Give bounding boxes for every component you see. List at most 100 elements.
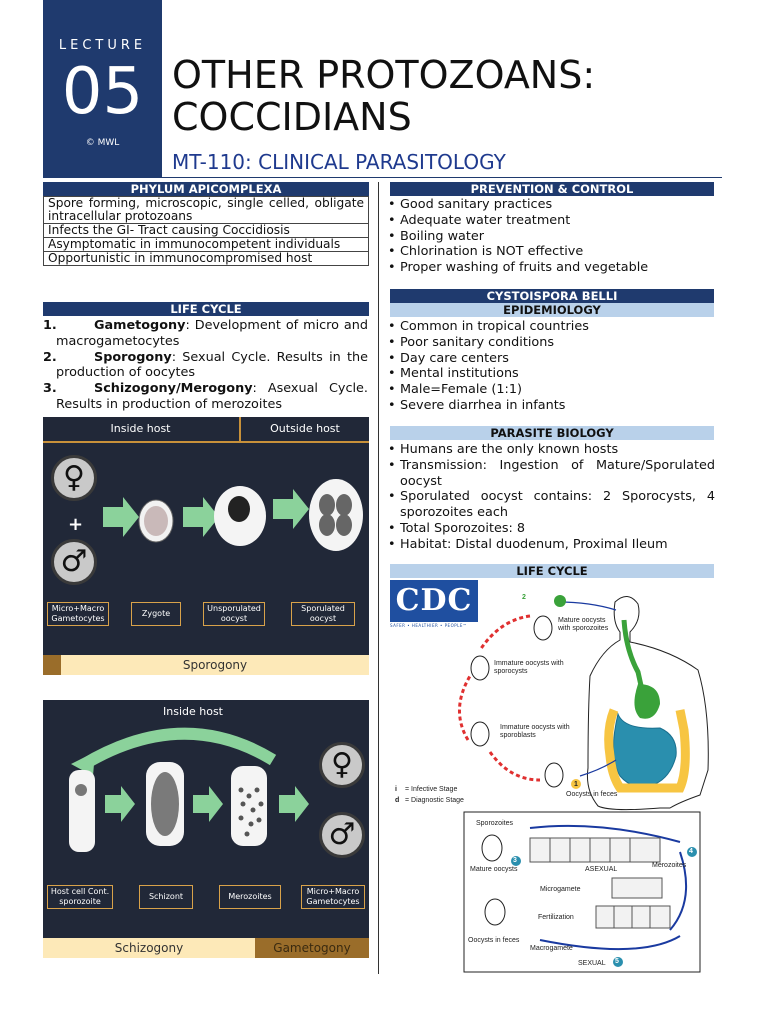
merozoite-cell [231,766,267,846]
parasite-biology-heading: PARASITE BIOLOGY [390,426,714,440]
label-sporozoites: Sporozoites [476,820,513,827]
step-1-badge [571,779,581,789]
lecture-number: 05 [61,55,144,129]
title-rule [162,177,722,178]
cystoispora-heading: CYSTOISPORA BELLI [390,289,714,303]
green-arrow-icon [103,497,139,537]
list-item: Transmission: Ingestion of Mature/Sporul… [387,458,715,490]
immature-oocyst-sporoblasts [470,721,490,747]
header-rule [43,441,369,443]
list-item: Adequate water treatment [387,213,715,229]
male-symbol-icon: ♂ [319,812,365,858]
maturation-arrow [458,675,472,741]
item-number: 2. [43,349,57,365]
female-symbol-icon: ♀ [319,742,365,788]
item-text: : Development of micro and macrogametocy… [56,318,368,349]
phylum-row: Infects the GI- Tract causing Coccidiosi… [43,223,369,238]
ingestion-arrow [557,601,617,611]
page-title: OTHER PROTOZOANS: COCCIDIANS [172,54,595,138]
excretion-arrow [579,759,617,777]
label-fertilization: Fertilization [538,914,574,921]
lecture-word: LECTURE [58,38,147,53]
header-divider [239,417,241,443]
list-item: Habitat: Distal duodenum, Proximal Ileum [387,537,715,553]
esophagus [621,619,645,691]
cdc-tagline: SAFER • HEALTHIER • PEOPLE™ [390,623,468,628]
step-number-3: 3 [513,857,517,864]
item-term: Schizogony/Merogony [94,381,253,397]
sporocyst [336,514,352,536]
title-line-2: COCCIDIANS [172,95,412,139]
diagnostic-letter: d [395,797,400,804]
step-number-2: 2 [522,594,526,601]
label-sexual: SEXUAL [578,960,606,967]
label-immature-sporoblasts: Immature oocysts with sporoblasts [500,724,570,739]
stomach [634,684,660,719]
phylum-row: Asymptomatic in immunocompetent individu… [43,237,369,252]
list-item: Chlorination is NOT effective [387,244,715,260]
list-item: Good sanitary practices [387,197,715,213]
item-number: 3. [43,381,57,397]
green-arrow-icon [279,786,309,822]
label-merozoites: Merozoites [652,862,687,869]
sporogony-drawing [103,479,363,551]
inside-host-header: Inside host [110,422,171,435]
human-outline [587,596,709,811]
legend-diagnostic: = Diagnostic Stage [405,797,464,804]
inner-cycle-box [463,811,701,973]
label-mature-oocysts: Mature oocysts with sporozoites [558,617,609,632]
page-subtitle: MT-110: CLINICAL PARASITOLOGY [172,150,506,174]
mature-oocyst-inner [481,834,503,862]
sexual-arrow [669,851,688,931]
label-mature-oocysts-inner: Mature oocysts [470,866,518,873]
sporogony-footer: Sporogony [61,655,369,675]
life-cycle-item: 3.Schizogony/Merogony: Asexual Cycle. Re… [43,381,368,413]
label-zygote: Zygote [131,602,181,626]
label-immature-sporocysts: Immature oocysts with sporocysts [494,660,564,675]
epidemiology-list: Common in tropical countries Poor sanita… [387,319,715,414]
label-asexual: ASEXUAL [585,866,618,873]
label-gametocytes: Micro+Macro Gametocytes [47,602,109,626]
phylum-heading: PHYLUM APICOMPLEXA [43,182,369,196]
label-microgamete: Microgamete [540,886,581,893]
oocyst-nucleus [228,496,250,522]
sporulated-oocyst [309,479,363,551]
schizont-body [151,772,179,836]
oocyst-feces-inner [484,898,506,926]
list-item: Humans are the only known hosts [387,442,715,458]
label-sporulated: Sporulated oocyst [291,602,355,626]
column-divider [378,182,379,974]
label-macrogamete: Macrogamete [530,945,573,952]
label-merozoites: Merozoites [219,885,281,909]
small-intestine [612,712,677,788]
oocyst-in-feces [544,762,564,788]
sporogony-figure: Inside host Outside host ♀ + ♂ Micro+Mac… [43,417,369,675]
schizogony-figure: Inside host ♀ ♂ Host cell Cont. sporozoi… [43,700,369,958]
step-number-5: 5 [615,958,619,965]
inside-host-header: Inside host [163,705,223,718]
life-cycle-item: 1.Gametogony: Development of micro and m… [43,318,368,350]
item-term: Sporogony [94,349,172,365]
label-oocysts-feces-inner: Oocysts in feces [468,937,520,944]
return-arrow [79,727,277,771]
prevention-list: Good sanitary practices Adequate water t… [387,197,715,276]
epidemiology-heading: EPIDEMIOLOGY [390,303,714,317]
cdc-life-cycle-heading: LIFE CYCLE [390,564,714,578]
sporozoite [75,784,87,796]
gametogony-footer: Gametogony [255,938,369,958]
legend-infective: = Infective Stage [405,786,458,793]
return-arrowhead-icon [71,752,95,776]
asexual-stage-cells [529,837,661,863]
life-cycle-list: 1.Gametogony: Development of micro and m… [43,318,368,413]
step-number-4: 4 [689,848,693,855]
cdc-logo: CDC [390,580,478,622]
green-arrow-icon [183,497,219,537]
large-intestine [604,708,690,793]
step-2-badge [554,595,566,607]
item-number: 1. [43,318,57,333]
list-item: Day care centers [387,351,715,367]
phylum-row: Spore forming, microscopic, single celle… [43,196,369,224]
sporocyst [319,514,335,536]
label-schizont: Schizont [139,885,193,909]
list-item: Sporulated oocyst contains: 2 Sporocysts… [387,489,715,521]
